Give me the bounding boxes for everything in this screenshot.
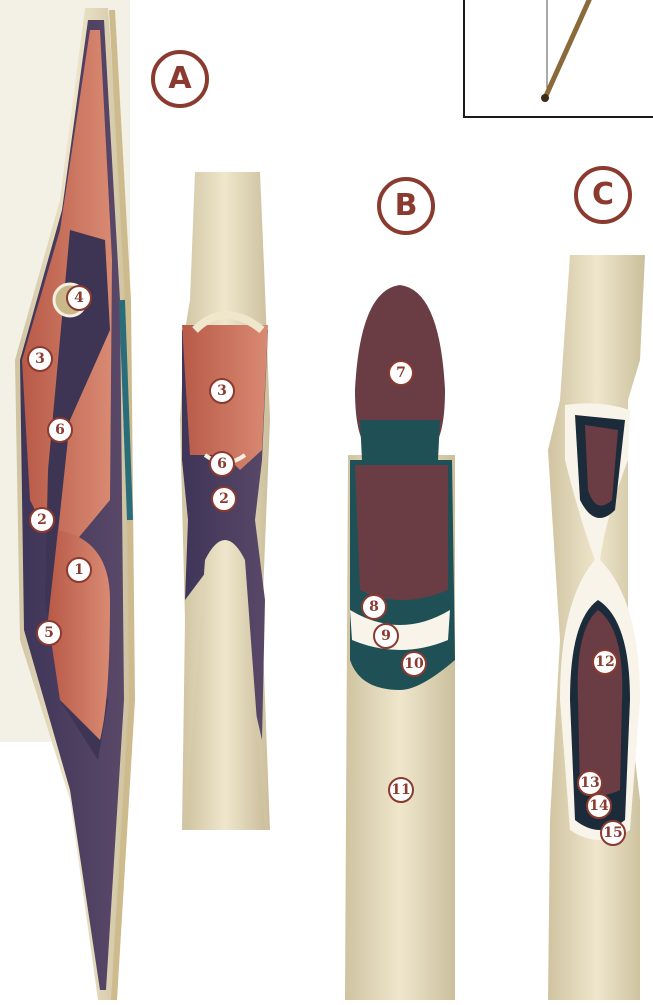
callout-12: 12 bbox=[592, 649, 618, 675]
callout-2-riser-a: 2 bbox=[29, 507, 55, 533]
callout-3-front: 3 bbox=[209, 378, 235, 404]
section-label-c: C bbox=[574, 166, 632, 224]
callout-3-riser-a: 3 bbox=[27, 346, 53, 372]
callout-4: 4 bbox=[66, 285, 92, 311]
callout-14: 14 bbox=[586, 793, 612, 819]
callout-2-front: 2 bbox=[211, 486, 237, 512]
callout-7: 7 bbox=[388, 360, 414, 386]
section-label-b: B bbox=[377, 177, 435, 235]
section-label-a: A bbox=[151, 50, 209, 108]
callout-8: 8 bbox=[361, 594, 387, 620]
callout-10: 10 bbox=[401, 651, 427, 677]
callout-5: 5 bbox=[36, 620, 62, 646]
callout-11: 11 bbox=[388, 777, 414, 803]
riser-a-side-view bbox=[15, 8, 132, 1000]
callout-6-riser-a: 6 bbox=[47, 417, 73, 443]
callout-1: 1 bbox=[66, 557, 92, 583]
callout-6-front: 6 bbox=[209, 451, 235, 477]
riser-b-view bbox=[345, 285, 455, 1000]
callout-15: 15 bbox=[600, 820, 626, 846]
callout-9: 9 bbox=[373, 623, 399, 649]
riser-c-view bbox=[548, 255, 645, 1000]
